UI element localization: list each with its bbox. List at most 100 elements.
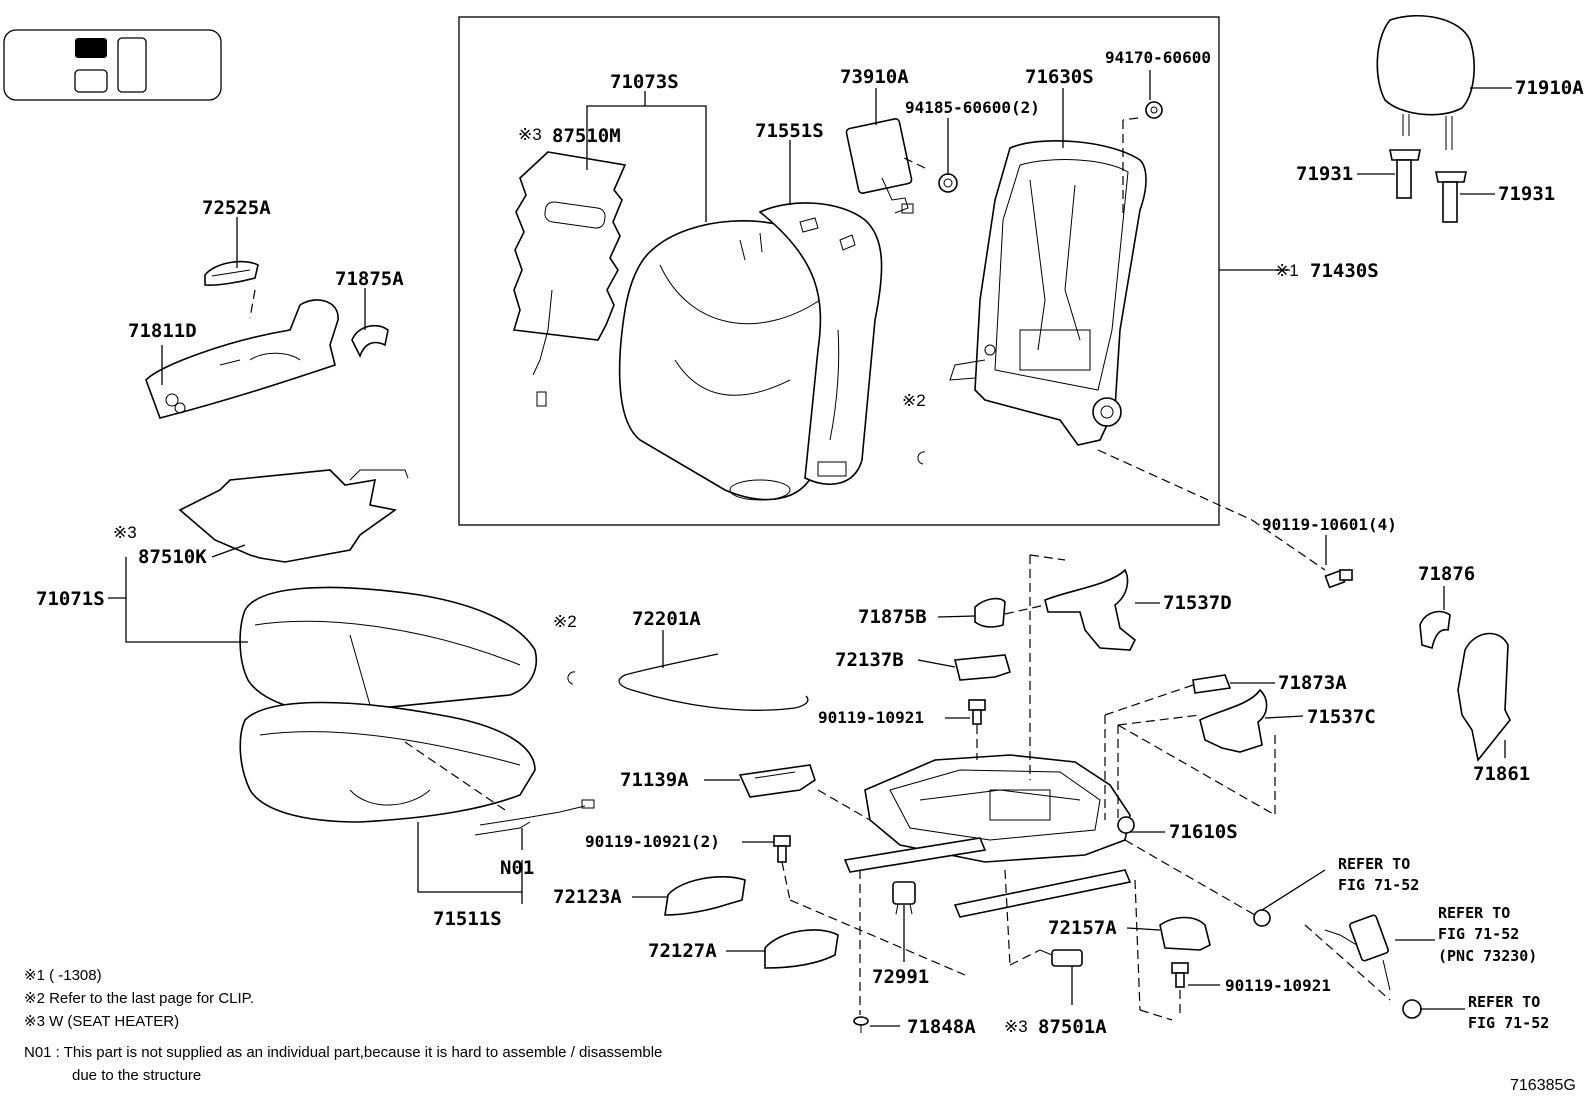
label-90119-10921-upper: 90119-10921 [818, 708, 924, 727]
seatbelt-buckle [1253, 909, 1422, 1019]
refer-3-line2: FIG 71-52 [1468, 1014, 1549, 1032]
bracket-71537C [1199, 688, 1268, 753]
cover-72127A [764, 929, 839, 969]
leader-lines [108, 70, 1512, 1027]
harness-n01 [474, 805, 586, 836]
label-90119-10601: 90119-10601(4) [1262, 515, 1397, 534]
cover-71875B [974, 597, 1006, 628]
screw-90119-10921-2 [773, 835, 791, 863]
cover-72137B [953, 654, 1011, 681]
dashed-lines [249, 117, 1391, 1021]
mark-2-seatback: ※2 [902, 391, 926, 410]
label-87501A: 87501A [1038, 1016, 1107, 1038]
footnote-n01: N01 : This part is not supplied as an in… [24, 1044, 662, 1061]
mark-3-87510M: ※3 [518, 125, 542, 144]
label-71139A: 71139A [620, 769, 689, 791]
seatback-cover [618, 219, 836, 501]
label-71430S: 71430S [1310, 260, 1379, 282]
part-72991 [892, 881, 916, 915]
label-73910A: 73910A [840, 66, 909, 88]
bolt-90119-10601 [1324, 569, 1353, 589]
figure-id: 716385G [1510, 1077, 1576, 1094]
refer-1-line1: REFER TO [1338, 855, 1410, 873]
cover-72157A [1159, 916, 1211, 951]
label-87510K: 87510K [138, 546, 207, 568]
footnote-1: ※1 ( -1308) [24, 967, 102, 984]
cover-71873A [1192, 674, 1232, 694]
label-71811D: 71811D [128, 320, 197, 342]
label-94185: 94185-60600(2) [905, 98, 1040, 117]
mark-2-cushion: ※2 [553, 612, 577, 631]
refer-2-line1: REFER TO [1438, 904, 1510, 922]
label-71073S: 71073S [610, 71, 679, 93]
label-71071S: 71071S [36, 588, 105, 610]
cover-72525A [204, 260, 259, 286]
cover-71861 [1457, 632, 1511, 762]
label-71537C: 71537C [1307, 706, 1376, 728]
seat-wire [618, 653, 809, 711]
reference-marks: ※1 ※2 ※2 ※3 ※3 ※3 [113, 125, 1299, 1036]
label-72991: 72991 [872, 966, 929, 988]
cushion-heater-mat [178, 469, 397, 563]
part-71139A [738, 764, 816, 798]
label-72123A: 72123A [553, 886, 622, 908]
headrest-guide-right [1435, 171, 1467, 223]
part-87501A [1039, 949, 1083, 967]
headrest-guide-left [1389, 149, 1421, 199]
label-71511S: 71511S [433, 908, 502, 930]
footnote-3: ※3 W (SEAT HEATER) [24, 1013, 179, 1030]
label-71630S: 71630S [1025, 66, 1094, 88]
label-72201A: 72201A [632, 608, 701, 630]
seatback-frame [949, 140, 1147, 446]
refer-1-line2: FIG 71-52 [1338, 876, 1419, 894]
cushion-cover [239, 586, 537, 714]
location-key-icon [3, 29, 222, 101]
label-N01: N01 [500, 857, 534, 879]
label-87510M: 87510M [552, 125, 621, 147]
cover-72123A [664, 876, 746, 916]
refer-2-line2: FIG 71-52 [1438, 925, 1519, 943]
clip-71848A [853, 1016, 869, 1033]
refer-to-notes: REFER TO FIG 71-52 REFER TO FIG 71-52 (P… [1338, 855, 1549, 1032]
label-71876: 71876 [1418, 563, 1475, 585]
nut-94185 [938, 173, 958, 193]
label-71910A: 71910A [1515, 77, 1584, 99]
screw-90119-10921-lower [1171, 962, 1189, 988]
label-71873A: 71873A [1278, 672, 1347, 694]
seat-back-group-box [458, 16, 1220, 526]
label-72137B: 72137B [835, 649, 904, 671]
seatback-pad [758, 202, 883, 486]
label-71875A: 71875A [335, 268, 404, 290]
seatback-heater-mat [512, 151, 627, 407]
label-72525A: 72525A [202, 197, 271, 219]
label-71931-left: 71931 [1296, 163, 1353, 185]
cover-71875A [351, 324, 389, 359]
cover-71876 [1419, 610, 1451, 650]
clip-seatback [917, 451, 926, 465]
headrest [1376, 14, 1475, 150]
clip-cushion [567, 671, 576, 685]
part-labels: 71073S 87510M 71551S 73910A 94185-60600(… [36, 48, 1584, 1038]
label-71537D: 71537D [1163, 592, 1232, 614]
seat-track-frame [843, 754, 1135, 918]
heater-mat-wire [349, 469, 409, 481]
bracket-71537D [1044, 568, 1137, 651]
footnotes: ※1 ( -1308) ※2 Refer to the last page fo… [24, 967, 662, 1084]
footnote-2: ※2 Refer to the last page for CLIP. [24, 990, 254, 1007]
label-71551S: 71551S [755, 120, 824, 142]
label-71610S: 71610S [1169, 821, 1238, 843]
mark-3-87510K: ※3 [113, 523, 137, 542]
label-90119-10921-2: 90119-10921(2) [585, 832, 720, 851]
mark-3-87501A: ※3 [1004, 1017, 1028, 1036]
refer-2-line3: (PNC 73230) [1438, 947, 1537, 965]
side-shield-71811D [145, 299, 339, 419]
mark-1-71430S: ※1 [1275, 261, 1299, 280]
label-71848A: 71848A [907, 1016, 976, 1038]
label-90119-10921-lower: 90119-10921 [1225, 976, 1331, 995]
footnote-n01-cont: due to the structure [72, 1067, 201, 1084]
refer-3-line1: REFER TO [1468, 993, 1540, 1011]
label-94170: 94170-60600 [1105, 48, 1211, 67]
label-71875B: 71875B [858, 606, 927, 628]
screw-90119-10921-upper [968, 699, 986, 725]
